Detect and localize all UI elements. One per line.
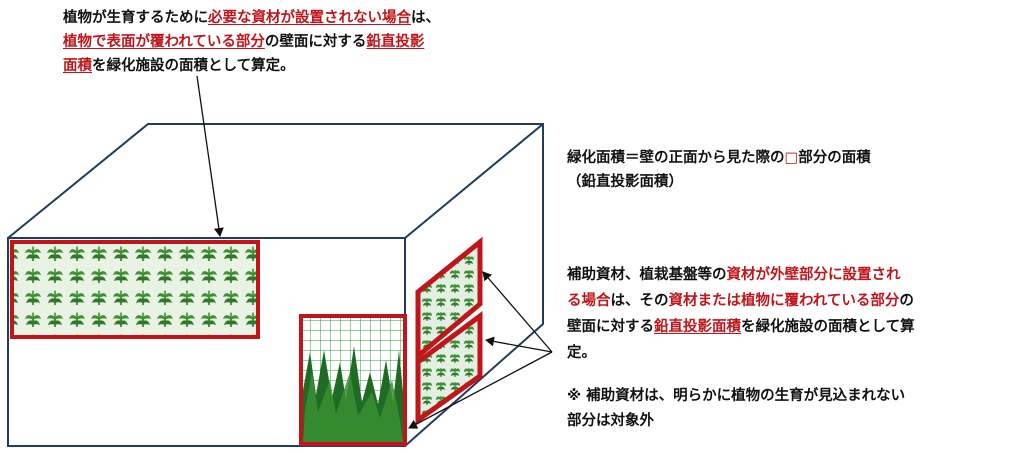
text-segment: 資材または植物に覆われている部分 [668, 293, 900, 309]
green-area-square-icon: □ [784, 150, 799, 166]
text-segment: 植物で表面が覆われている部分 [63, 34, 265, 50]
arrow-top-note [196, 75, 224, 237]
text-segment: 必要な資材が設置されない場合 [208, 10, 411, 26]
text-segment: 鉛直投影 [366, 34, 425, 50]
area-note-line1-a: 緑化面積＝壁の正面から見た際の [567, 150, 785, 166]
text-segment: 壁面に対する [567, 319, 654, 335]
text-segment: 鉛直投影面積 [654, 319, 741, 335]
side-panel-upper [415, 236, 483, 362]
area-note-line1-b: 部分の面積 [798, 150, 871, 166]
trellis-panel [299, 314, 407, 446]
top-note-line3: 面積を緑化施設の面積として算定。 [63, 55, 295, 77]
text-segment: 補助資材、植栽基盤等の [567, 267, 727, 283]
text-segment: を緑化施設の面積として算 [741, 319, 915, 335]
exclusion-note-line2: 部分は対象外 [567, 413, 654, 429]
arrow-to-trellis [408, 351, 553, 429]
text-segment: の [899, 293, 914, 309]
text-segment: 資材が外壁部分に設置され [726, 267, 901, 283]
text-segment: を緑化施設の面積として算定。 [92, 58, 295, 74]
support-note-line4: 定。 [567, 342, 596, 364]
area-note-line1: 緑化面積＝壁の正面から見た際の□部分の面積 [567, 147, 871, 169]
support-note-line1: 補助資材、植栽基盤等の資材が外壁部分に設置され [567, 264, 901, 286]
front-wall-plant-area [10, 240, 260, 339]
text-segment: る場合 [567, 293, 611, 309]
top-note-line2: 植物で表面が覆われている部分の壁面に対する鉛直投影 [63, 31, 424, 53]
arrow-to-lower-panel [485, 336, 553, 353]
support-note-line3: 壁面に対する鉛直投影面積を緑化施設の面積として算 [567, 316, 915, 338]
text-segment: の壁面に対する [264, 34, 367, 50]
side-panel-lower [415, 311, 483, 425]
area-note-line2: （鉛直投影面積） [567, 174, 683, 190]
support-note-line2: る場合は、その資材または植物に覆われている部分の [567, 290, 914, 312]
exclusion-note-line1: ※ 補助資材は、明らかに植物の生育が見込まれない [567, 388, 906, 404]
text-segment: 植物が生育するために [63, 10, 208, 26]
arrow-to-upper-panel [482, 271, 553, 353]
text-segment: は、 [411, 10, 440, 26]
text-segment: は、その [610, 293, 669, 309]
top-note-line1: 植物が生育するために必要な資材が設置されない場合は、 [63, 7, 440, 29]
text-segment: 面積 [63, 58, 92, 74]
text-segment: 定。 [567, 345, 596, 361]
